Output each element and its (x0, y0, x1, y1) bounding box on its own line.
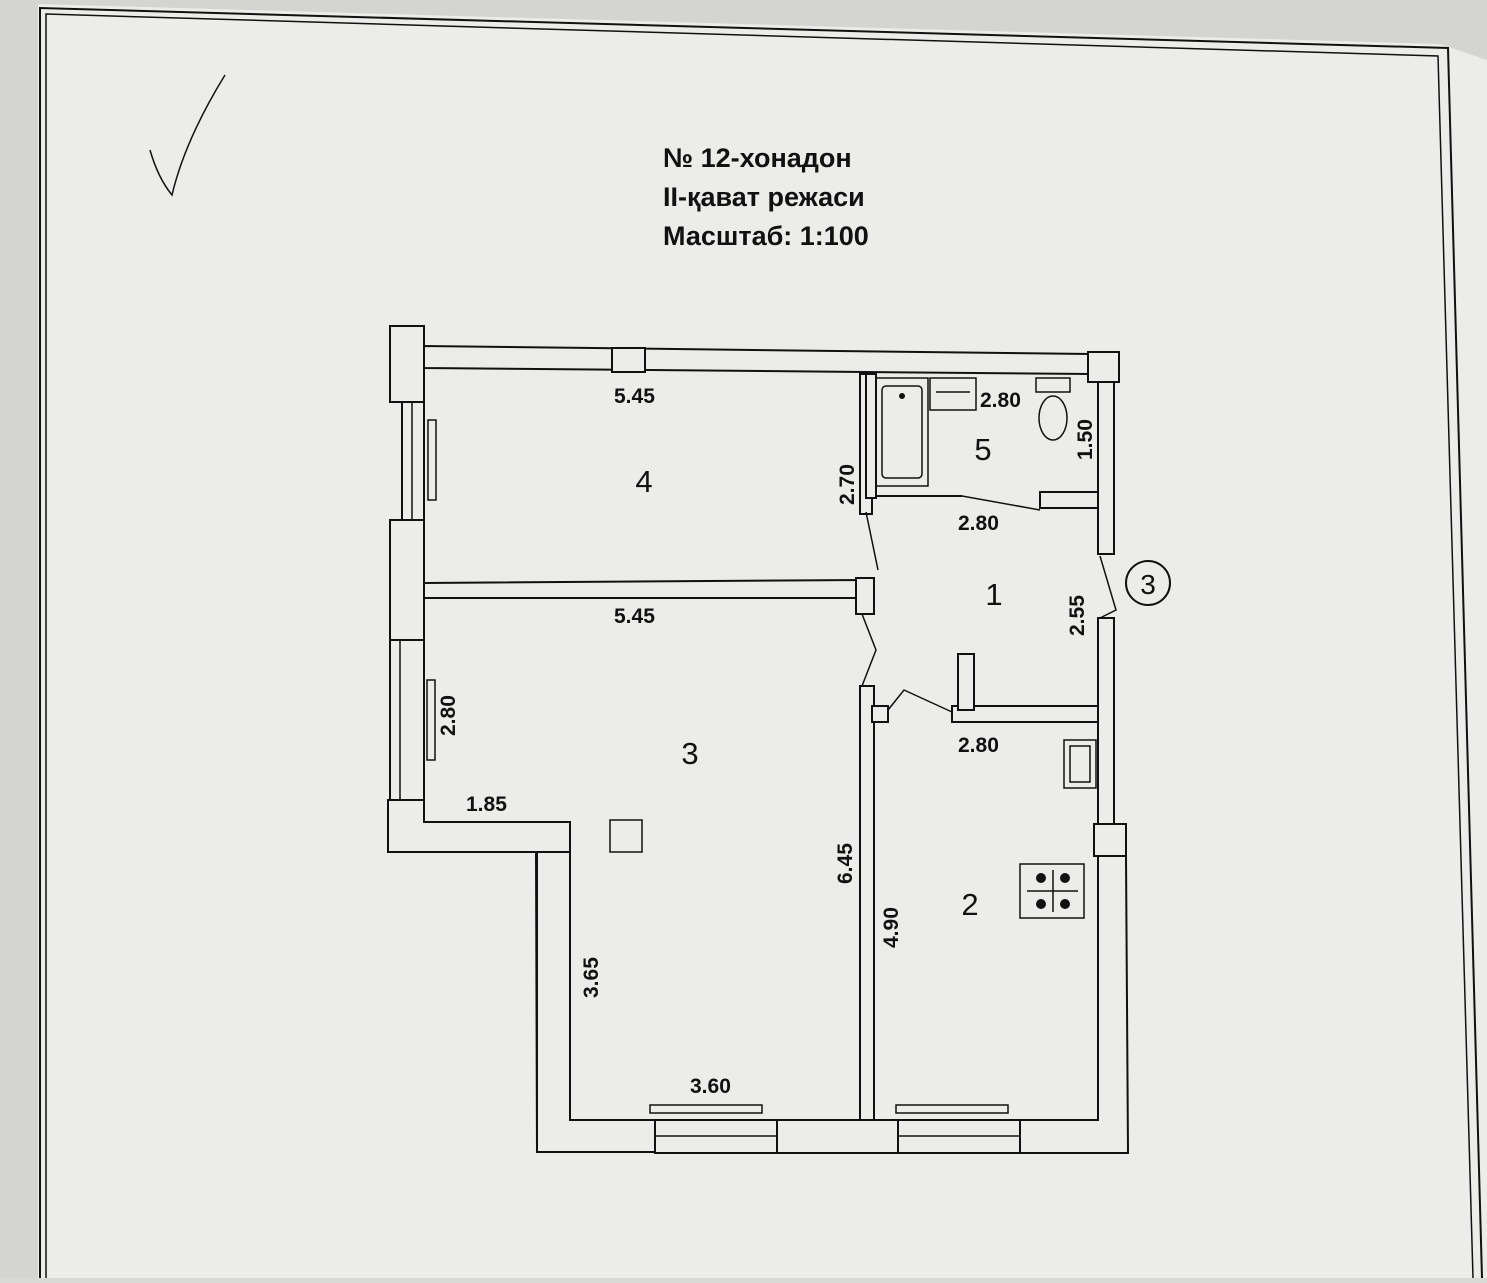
stove-burner (1036, 873, 1046, 883)
stove-icon (1019, 863, 1085, 919)
dim-room3-right: 6.45 (834, 843, 857, 884)
wall-stub (855, 577, 875, 615)
window-sash-icon (426, 679, 436, 761)
frame-border-outer (39, 6, 1483, 1279)
wall-room3-room2 (859, 685, 875, 1121)
dim-room5-side: 1.50 (1074, 419, 1097, 460)
room4-door (865, 511, 879, 571)
room-number-5: 5 (974, 432, 991, 467)
room2-door (887, 689, 953, 713)
dim-room3-lower: 3.65 (580, 957, 603, 998)
dim-room3-bottom: 3.60 (690, 1075, 731, 1098)
left-wall-corner (389, 325, 425, 403)
wall-stub-kitchen (957, 653, 975, 711)
stove-burner (1060, 899, 1070, 909)
right-wall-pier (1093, 823, 1127, 857)
check-mark-icon (149, 74, 226, 197)
right-wall-middle (1097, 617, 1115, 825)
title-line-2: II-қават режаси (663, 182, 865, 212)
room-number-2: 2 (961, 887, 978, 922)
bathroom-sink-icon (929, 377, 977, 411)
bathroom-inner-wall (865, 373, 877, 499)
room-number-1: 1 (985, 577, 1002, 612)
bathtub-inner (881, 385, 923, 479)
dim-room3-step: 1.85 (466, 793, 507, 816)
bottom-wall-middle (776, 1119, 899, 1154)
wall-corridor-kitchen (951, 705, 1099, 723)
dim-room2-side: 4.90 (880, 907, 903, 948)
title-line-3: Масштаб: 1:100 (663, 221, 869, 251)
wall-room4-room3 (423, 578, 863, 599)
bathtub-icon (875, 377, 929, 487)
room3-door (861, 613, 877, 687)
left-wall-window-1 (401, 401, 425, 521)
top-wall-pier (611, 347, 646, 373)
room-number-3: 3 (681, 736, 698, 771)
entrance-door (1099, 555, 1117, 619)
window-sash-icon (895, 1104, 1009, 1114)
corner-block-top-right (1087, 351, 1120, 383)
title-line-1: № 12-хонадон (663, 143, 852, 173)
left-wall-window-2 (389, 639, 425, 801)
bathroom-bottom-pier (1039, 491, 1099, 509)
bathtub-drain (899, 393, 905, 399)
window-sash-icon (427, 419, 437, 501)
bathroom-door (961, 495, 1041, 511)
dim-corridor-top: 2.80 (958, 512, 999, 535)
room-number-4: 4 (635, 464, 652, 499)
kitchen-sink-icon (1063, 739, 1097, 789)
dim-room4-top: 5.45 (614, 385, 655, 408)
stove-burner (1036, 899, 1046, 909)
window-sash-icon (649, 1104, 763, 1114)
entrance-marker-circle (1125, 560, 1171, 606)
wall-room2-corner (871, 705, 889, 723)
dim-room4-side: 2.70 (836, 464, 859, 505)
frame-border-inner (45, 13, 1474, 1279)
column-icon (609, 819, 643, 853)
dim-room5-top: 2.80 (980, 389, 1021, 412)
toilet-icon (1038, 395, 1068, 441)
dim-room4-bottom: 5.45 (614, 605, 655, 628)
stove-burner (1060, 873, 1070, 883)
right-wall-upper (1097, 381, 1115, 555)
dim-corridor-bottom: 2.80 (958, 734, 999, 757)
dim-room3-left: 2.80 (437, 695, 460, 736)
entrance-marker-number: 3 (1140, 569, 1156, 600)
toilet-tank (1035, 377, 1071, 393)
kitchen-sink-basin (1069, 745, 1091, 783)
left-wall-middle (389, 519, 425, 641)
dim-corridor-side: 2.55 (1066, 595, 1089, 636)
